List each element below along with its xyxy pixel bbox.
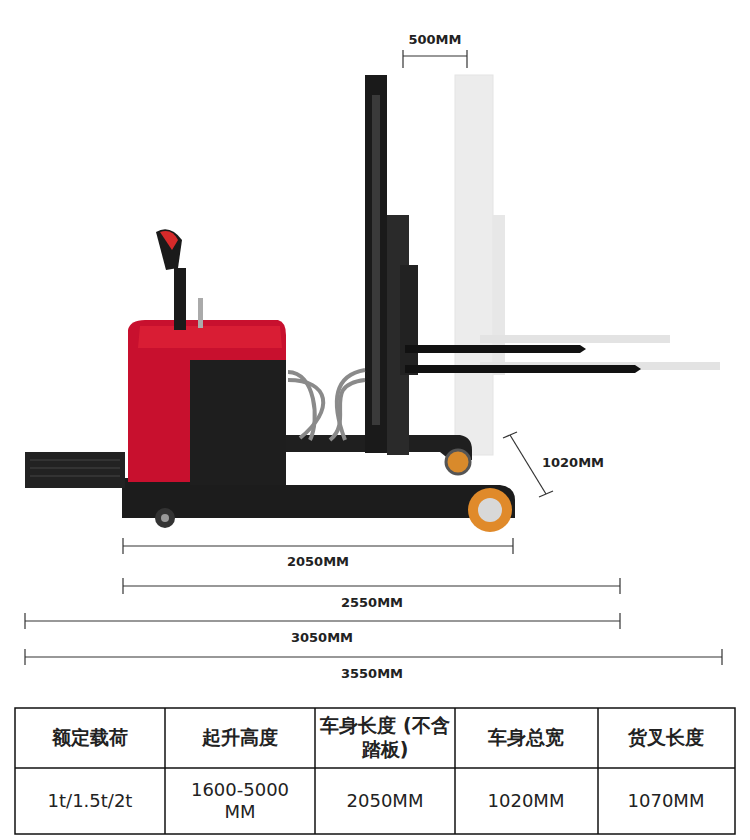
- ghost-mast: [445, 75, 720, 475]
- table-header-cell: 货叉长度: [628, 726, 704, 750]
- mast-outer: [365, 75, 387, 453]
- dimension-label: 2050MM: [287, 554, 349, 570]
- table-header-cell: 起升高度: [202, 726, 278, 750]
- table-cell: 1t/1.5t/2t: [48, 790, 133, 813]
- dimension-label: 1020MM: [542, 455, 604, 471]
- dimension-lines: [25, 50, 722, 665]
- table-header-cell: 额定载荷: [52, 726, 128, 750]
- table-header-cell: 车身总宽: [488, 726, 564, 750]
- table-cell: 2050MM: [347, 790, 424, 813]
- tiller: [174, 268, 186, 330]
- caster: [155, 508, 175, 528]
- fork-carriage: [400, 265, 418, 375]
- load-wheel: [446, 450, 470, 474]
- table-cell: 1070MM: [628, 790, 705, 813]
- fork: [405, 345, 586, 353]
- hydraulic-hoses: [288, 370, 365, 440]
- tiller-head: [160, 231, 178, 250]
- dimension-label: 500MM: [408, 32, 461, 48]
- table-header-cell: 车身长度 (不含踏板): [320, 714, 450, 762]
- dimension-label: 3050MM: [291, 630, 353, 646]
- spec-table-grid: [15, 708, 735, 834]
- drive-wheel: [468, 488, 512, 532]
- dimension-label: 3550MM: [341, 666, 403, 682]
- dimension-label: 2550MM: [341, 595, 403, 611]
- table-cell: 1600-5000 MM: [184, 779, 296, 824]
- footboard: [25, 452, 125, 488]
- side-panel: [190, 360, 286, 485]
- chassis: [122, 478, 515, 518]
- fork: [405, 365, 641, 373]
- table-cell: 1020MM: [488, 790, 565, 813]
